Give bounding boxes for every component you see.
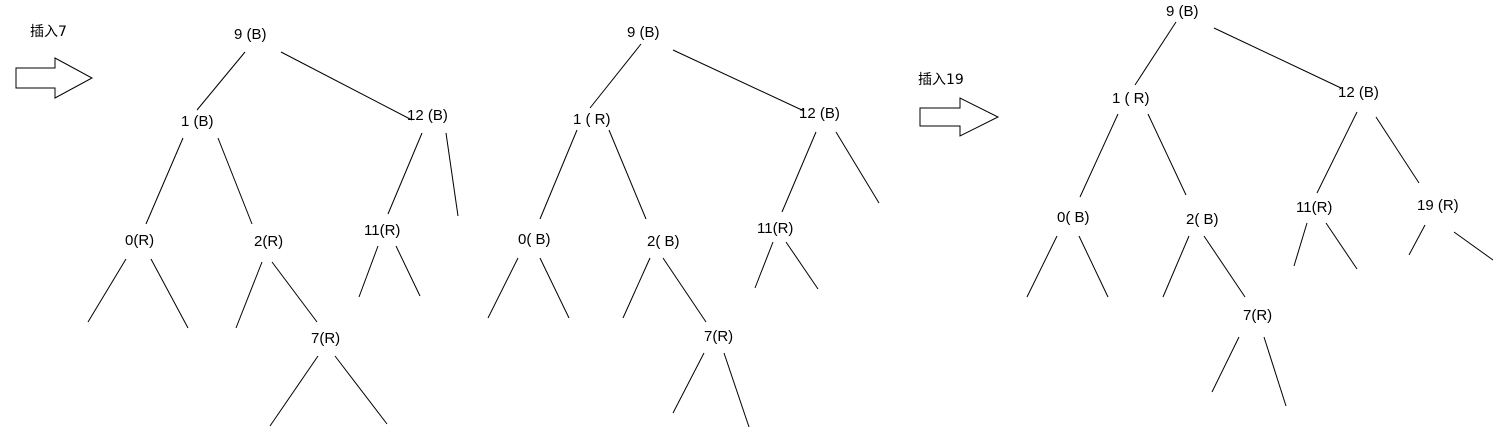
tree-edge xyxy=(1316,111,1358,194)
tree-edge xyxy=(539,129,578,220)
tree-node-7: 7(R) xyxy=(311,330,340,347)
tree-edge xyxy=(1203,235,1246,298)
tree-node-19: 19 (R) xyxy=(1417,197,1459,214)
tree-edge xyxy=(785,241,819,290)
tree-node-7: 7(R) xyxy=(1243,307,1272,324)
tree-edge xyxy=(1162,235,1190,298)
tree-edge xyxy=(1375,116,1420,184)
tree-node-7: 7(R) xyxy=(704,328,733,345)
tree-edge xyxy=(723,352,750,428)
tree-node-2: 2( B) xyxy=(1186,211,1219,228)
tree-node-12: 12 (B) xyxy=(1338,84,1379,101)
right-arrow-icon xyxy=(919,97,1000,137)
tree-edge xyxy=(781,131,817,213)
tree-node-0: 0( B) xyxy=(518,231,551,248)
tree-node-12: 12 (B) xyxy=(407,107,448,124)
tree-edge xyxy=(1325,222,1358,270)
tree-node-1: 1 ( R) xyxy=(1112,90,1150,107)
tree-edge xyxy=(271,261,318,323)
tree-node-9: 9 (B) xyxy=(627,24,660,41)
tree-node-9: 9 (B) xyxy=(1166,3,1199,20)
tree-edge xyxy=(280,51,413,121)
tree-edge xyxy=(672,352,705,414)
step-caption-insert-19: 插入19 xyxy=(918,72,964,88)
tree-edge xyxy=(662,257,707,323)
right-arrow-icon xyxy=(15,57,94,99)
tree-edge xyxy=(754,241,774,289)
tree-2: 9 (B) 1 ( R) 12 (B) 0( B) 2( B) 11(R) 7(… xyxy=(487,24,880,428)
tree-node-11: 11(R) xyxy=(364,222,400,239)
tree-edge xyxy=(1213,27,1342,89)
tree-edge xyxy=(1134,21,1177,86)
tree-edge xyxy=(387,132,423,215)
tree-edge xyxy=(334,355,388,425)
tree-node-2: 2(R) xyxy=(254,233,283,250)
tree-edge xyxy=(1293,222,1308,267)
tree-edge xyxy=(445,132,459,217)
tree-3: 9 (B) 1 ( R) 12 (B) 0( B) 2( B) 11(R) 19… xyxy=(1026,3,1494,407)
tree-edge xyxy=(196,51,246,111)
tree-edge xyxy=(835,131,880,204)
tree-edge xyxy=(235,261,263,329)
tree-edge xyxy=(358,245,379,298)
tree-node-9: 9 (B) xyxy=(234,26,267,43)
tree-edge xyxy=(672,49,805,112)
tree-edge xyxy=(608,129,647,220)
tree-edge xyxy=(145,137,184,225)
tree-edge xyxy=(217,137,253,225)
tree-edge xyxy=(1079,113,1119,198)
tree-edge xyxy=(622,257,651,319)
tree-edge xyxy=(395,245,421,297)
tree-edge xyxy=(87,258,127,323)
tree-edge xyxy=(1453,231,1494,261)
tree-edge xyxy=(150,258,189,329)
tree-node-11: 11(R) xyxy=(1296,199,1332,216)
tree-node-0: 0( B) xyxy=(1057,209,1090,226)
tree-edge xyxy=(1147,113,1187,196)
tree-edge xyxy=(1211,336,1240,393)
tree-edge xyxy=(1078,235,1109,298)
tree-1: 9 (B) 1 (B) 12 (B) 0(R) 2(R) 11(R) 7(R) xyxy=(87,26,459,427)
tree-edge xyxy=(539,257,570,319)
tree-node-1: 1 ( R) xyxy=(573,111,611,128)
tree-node-1: 1 (B) xyxy=(181,113,214,130)
tree-edge xyxy=(1408,224,1426,256)
tree-node-0: 0(R) xyxy=(125,232,154,249)
tree-node-11: 11(R) xyxy=(757,220,793,237)
tree-node-12: 12 (B) xyxy=(799,105,840,122)
step-caption-insert-7: 插入7 xyxy=(30,24,67,40)
tree-edge xyxy=(1026,235,1058,298)
tree-edge xyxy=(487,257,519,319)
tree-edge xyxy=(269,355,319,427)
tree-edge xyxy=(1263,336,1287,407)
tree-node-2: 2( B) xyxy=(647,233,680,250)
tree-edge xyxy=(589,43,642,109)
